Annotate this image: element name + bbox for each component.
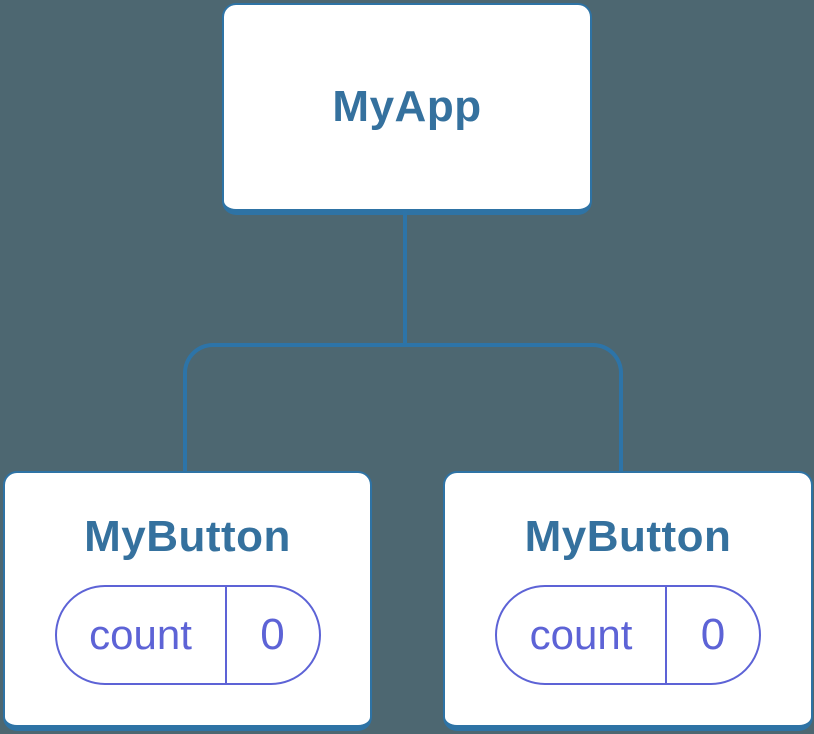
node-mybutton-left: MyButton count 0 — [3, 471, 372, 731]
state-pill: count 0 — [495, 584, 761, 685]
connector-root-stem — [403, 211, 407, 345]
state-pill-divider — [665, 586, 667, 683]
node-title: MyApp — [332, 81, 482, 131]
node-myapp: MyApp — [222, 3, 592, 215]
state-value: 0 — [260, 609, 285, 659]
state-key-label: count — [89, 610, 192, 658]
connector-branch — [183, 343, 623, 471]
node-title: MyButton — [84, 512, 291, 561]
state-key-label: count — [529, 610, 633, 658]
state-pill-divider — [224, 586, 227, 683]
state-value: 0 — [700, 609, 726, 659]
state-pill: count 0 — [54, 584, 321, 685]
node-mybutton-right: MyButton count 0 — [443, 471, 813, 731]
node-title: MyButton — [524, 512, 732, 561]
